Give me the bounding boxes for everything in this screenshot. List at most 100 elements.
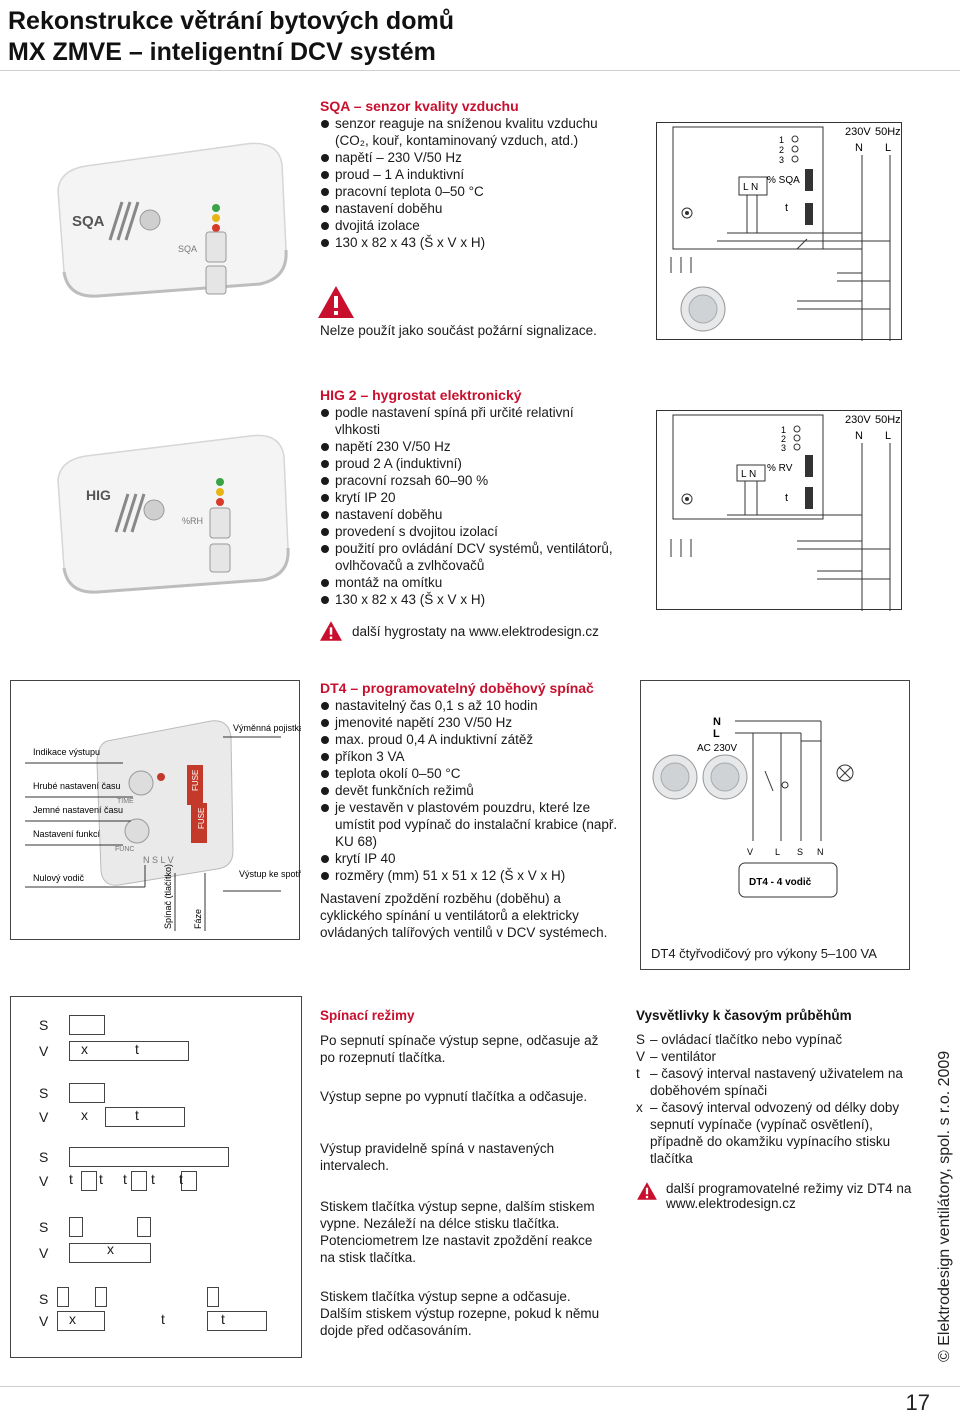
- sqa-device-image: SQA SQA: [46, 100, 296, 300]
- dt4-diag-term-v: V: [747, 847, 753, 857]
- bullet-item: napětí 230 V/50 Hz: [320, 438, 616, 455]
- hig-device-image: HIG %RH: [50, 420, 300, 600]
- timing-r2-v-pulse: [105, 1107, 185, 1127]
- timing-r3-s-pulse: [69, 1147, 229, 1167]
- dt4-func: FUNC: [115, 846, 134, 853]
- bullet-item: napětí – 230 V/50 Hz: [320, 149, 620, 166]
- timing-r5-s: S: [39, 1291, 49, 1307]
- bullet-item: nastavení doběhu: [320, 200, 620, 217]
- legend-key: t: [636, 1066, 640, 1081]
- legend-row: V – ventilátor: [636, 1048, 912, 1065]
- legend-row: S – ovládací tlačítko nebo vypínač: [636, 1031, 912, 1048]
- timing-r4-s-pulse-1: [69, 1217, 83, 1237]
- dt4-terminals: N S L V: [143, 855, 174, 865]
- bullet-item: rozměry (mm) 51 x 51 x 12 (Š x V x H): [320, 867, 620, 884]
- timing-r3-v-pulse-1: [81, 1171, 97, 1191]
- hig-wiring-diagram: 230V 50Hz N L 1 2 3 L N % RV t: [656, 410, 902, 611]
- page-number: 17: [905, 1390, 930, 1415]
- sqa-diag-voltage: 230V: [845, 126, 871, 138]
- sqa-diag-pct: % SQA: [767, 175, 800, 186]
- hig-diag-level3: 3: [781, 443, 786, 453]
- dt4-spec-block: DT4 – programovatelný doběhový spínač na…: [320, 680, 620, 941]
- hig-device-sublabel: %RH: [182, 516, 203, 526]
- bullet-item: nastavitelný čas 0,1 s až 10 hodin: [320, 697, 620, 714]
- timing-r4-v-pulse: [69, 1243, 151, 1263]
- legend-value: – časový interval odvozený od délky doby…: [650, 1100, 900, 1166]
- dt4-callout-funkci: Nastavení funkcí: [33, 829, 101, 839]
- dt4-paragraph: Nastavení zpoždění rozběhu (doběhu) a cy…: [320, 891, 608, 940]
- timing-r4-s: S: [39, 1219, 49, 1235]
- dt4-diag-term-n: N: [817, 847, 824, 857]
- timing-r4-v: V: [39, 1245, 49, 1261]
- copyright: © Elektrodesign ventilátory, spol. s r.o…: [936, 1050, 953, 1362]
- hig-diag-l: L: [885, 430, 891, 442]
- sqa-spec-block: SQA – senzor kvality vzduchu senzor reag…: [320, 98, 620, 251]
- timing-r5-v-pulse-1: [57, 1311, 105, 1331]
- timing-r3-v: V: [39, 1173, 49, 1189]
- timing-r3-t4: t: [151, 1171, 155, 1187]
- timing-r1-s: S: [39, 1017, 49, 1033]
- bullet-item: devět funkčních režimů: [320, 782, 620, 799]
- legend-key: S: [636, 1032, 646, 1047]
- dt4-callout-indikace: Indikace výstupu: [33, 747, 100, 757]
- hig-title: HIG 2 – hygrostat elektronický: [320, 387, 522, 403]
- modes-block: Spínací režimy Po sepnutí spínače výstup…: [320, 1008, 610, 1338]
- bullet-item: použití pro ovládání DCV systémů, ventil…: [320, 540, 616, 574]
- sqa-diag-ln: L N: [743, 182, 758, 193]
- hig-warning-icon: [320, 621, 342, 641]
- hig-diag-voltage: 230V: [845, 414, 871, 426]
- legend-warning-text: další programovatelné režimy viz DT4 na …: [666, 1181, 912, 1211]
- bullet-item: proud 2 A (induktivní): [320, 455, 616, 472]
- legend-value: – ovládací tlačítko nebo vypínač: [650, 1032, 843, 1047]
- mode-4: Stiskem tlačítka výstup sepne, dalším st…: [320, 1199, 595, 1265]
- dt4-diag-box-label: DT4 - 4 vodič: [749, 877, 812, 888]
- dt4-callout-vystup: Výstup ke spotřebiči: [239, 869, 301, 879]
- timing-r1-t: t: [135, 1041, 139, 1057]
- hig-diag-pct: % RV: [767, 463, 793, 474]
- timing-r5-x: x: [69, 1311, 76, 1327]
- legend-row: t – časový interval nastavený uživatelem …: [636, 1065, 912, 1099]
- timing-r5-s-pulse-3: [207, 1287, 219, 1307]
- hig-bullet-list: podle nastavení spíná při určité relativ…: [320, 404, 616, 608]
- dt4-diagram-caption: DT4 čtyřvodičový pro výkony 5–100 VA: [651, 946, 877, 961]
- dt4-diag-term-s: S: [797, 847, 803, 857]
- bullet-item: teplota okolí 0–50 °C: [320, 765, 620, 782]
- timing-r2-v: V: [39, 1109, 49, 1125]
- mode-3: Výstup pravidelně spíná v nastavených in…: [320, 1141, 555, 1173]
- bullet-item: příkon 3 VA: [320, 748, 620, 765]
- bullet-item: max. proud 0,4 A induktivní zátěž: [320, 731, 620, 748]
- bullet-item: montáž na omítku: [320, 574, 616, 591]
- bullet-item: pracovní teplota 0–50 °C: [320, 183, 620, 200]
- legend-value: – časový interval nastavený uživatelem n…: [650, 1066, 903, 1098]
- sqa-diag-n: N: [855, 142, 863, 154]
- sqa-wiring-diagram: 230V 50Hz N L 1 2 3 L N % SQA t: [656, 122, 902, 341]
- timing-chart: S V x t S V x t S V t t t t t S V x S V …: [10, 996, 302, 1358]
- bullet-item: podle nastavení spíná při určité relativ…: [320, 404, 616, 438]
- bullet-item: krytí IP 20: [320, 489, 616, 506]
- bullet-item: provedení s dvojitou izolací: [320, 523, 616, 540]
- legend-key: x: [636, 1100, 643, 1115]
- dt4-callout-faze: Fáze: [193, 909, 203, 929]
- timing-r1-v-pulse: [69, 1041, 189, 1061]
- timing-r3-s: S: [39, 1149, 49, 1165]
- dt4-callout-spinac: Spínač (tlačítko): [163, 864, 173, 929]
- sqa-warning-icon: [316, 284, 356, 325]
- title-line-1: Rekonstrukce větrání bytových domů: [8, 7, 454, 35]
- timing-r2-t: t: [135, 1107, 139, 1123]
- legend-key: V: [636, 1049, 646, 1064]
- timing-r1-x: x: [81, 1041, 88, 1057]
- timing-r1-v: V: [39, 1043, 49, 1059]
- mode-1: Po sepnutí spínače výstup sepne, odčasuj…: [320, 1033, 599, 1065]
- hig-spec-block: HIG 2 – hygrostat elektronický podle nas…: [320, 387, 616, 608]
- dt4-callout-hrube: Hrubé nastavení času: [33, 781, 121, 791]
- legend-row: x – časový interval odvozený od délky dob…: [636, 1099, 912, 1167]
- sqa-device-label: SQA: [72, 213, 105, 230]
- timing-r2-x: x: [81, 1107, 88, 1123]
- dt4-diag-l: L: [713, 728, 720, 740]
- sqa-diag-t: t: [785, 202, 788, 214]
- timing-r3-v-pulse-3: [181, 1171, 197, 1191]
- dt4-diag-term-l: L: [775, 847, 780, 857]
- hig-device-label: HIG: [86, 487, 111, 503]
- legend-value: – ventilátor: [650, 1049, 717, 1064]
